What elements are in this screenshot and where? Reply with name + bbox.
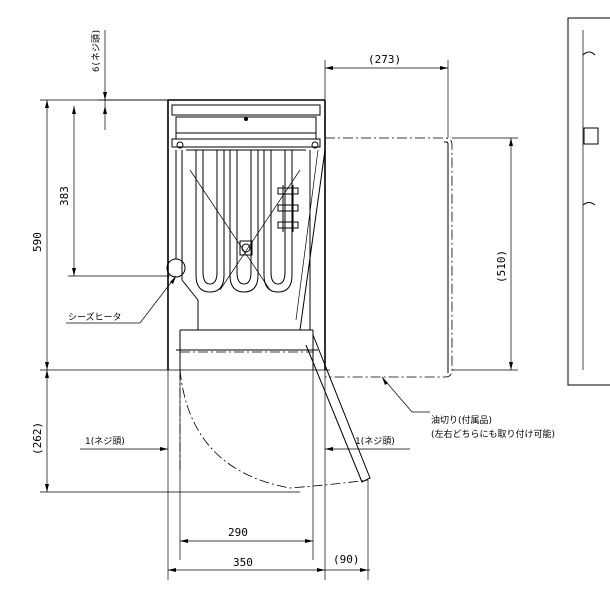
dim-350: 350 bbox=[233, 556, 253, 569]
dim-1-right: 1(ネジ頭) bbox=[355, 436, 395, 447]
dim-273: (273) bbox=[368, 53, 401, 66]
top-rim bbox=[171, 104, 321, 151]
oil-drainer-note: (左右どちらにも取り付け可能) bbox=[431, 428, 555, 440]
dim-262: (262) bbox=[31, 422, 44, 455]
side-view-partial bbox=[567, 17, 610, 386]
door-swing bbox=[179, 334, 371, 489]
dim-90: (90) bbox=[333, 553, 360, 566]
dim-1-left: 1(ネジ頭) bbox=[85, 436, 125, 447]
dim-383: 383 bbox=[58, 186, 71, 206]
oil-drainer-label: 油切り(付属品) bbox=[431, 414, 492, 426]
dim-590: 590 bbox=[31, 232, 44, 252]
heater-label: シーズヒータ bbox=[68, 311, 122, 323]
dim-510: (510) bbox=[495, 250, 508, 283]
dim-6: 6(ネジ頭) bbox=[91, 29, 102, 72]
fryer-body bbox=[167, 99, 326, 370]
dim-290: 290 bbox=[228, 526, 248, 539]
sheathed-heater bbox=[166, 150, 301, 293]
dimension-lines bbox=[40, 30, 518, 580]
oil-drainer bbox=[295, 137, 453, 378]
